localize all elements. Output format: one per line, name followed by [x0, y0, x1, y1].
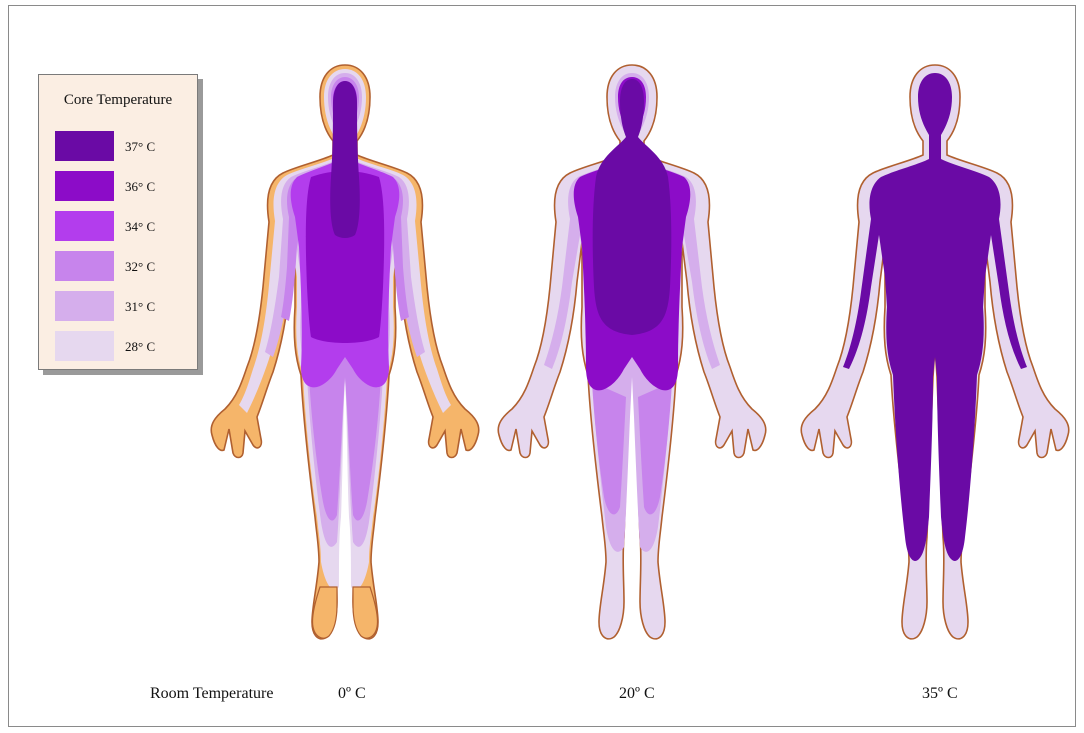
legend-label: 31° C [125, 299, 155, 315]
room-temperature-0c: 0º C [338, 685, 366, 703]
legend-item-34c: 34° C [55, 211, 195, 241]
legend-item-28c: 28° C [55, 331, 195, 361]
legend-swatch [55, 211, 114, 241]
legend-label: 37° C [125, 139, 155, 155]
legend-swatch [55, 171, 114, 201]
room-temperature-20c: 20º C [619, 685, 655, 703]
room-temperature-label: Room Temperature [150, 685, 273, 703]
room-temperature-35c: 35º C [922, 685, 958, 703]
figure-room-35c [801, 65, 1069, 639]
legend-label: 36° C [125, 179, 155, 195]
core-temperature-legend: Core Temperature 37° C 36° C 34° C 32° C… [38, 74, 198, 370]
figure-room-0c [211, 65, 479, 639]
legend-label: 32° C [125, 259, 155, 275]
legend-swatch [55, 251, 114, 281]
legend-label: 34° C [125, 219, 155, 235]
legend-item-37c: 37° C [55, 131, 195, 161]
legend-swatch [55, 331, 114, 361]
legend-item-32c: 32° C [55, 251, 195, 281]
figure-room-20c [498, 65, 766, 639]
legend-item-36c: 36° C [55, 171, 195, 201]
legend-swatch [55, 291, 114, 321]
legend-label: 28° C [125, 339, 155, 355]
legend-swatch [55, 131, 114, 161]
legend-item-31c: 31° C [55, 291, 195, 321]
legend-title: Core Temperature [39, 92, 197, 109]
